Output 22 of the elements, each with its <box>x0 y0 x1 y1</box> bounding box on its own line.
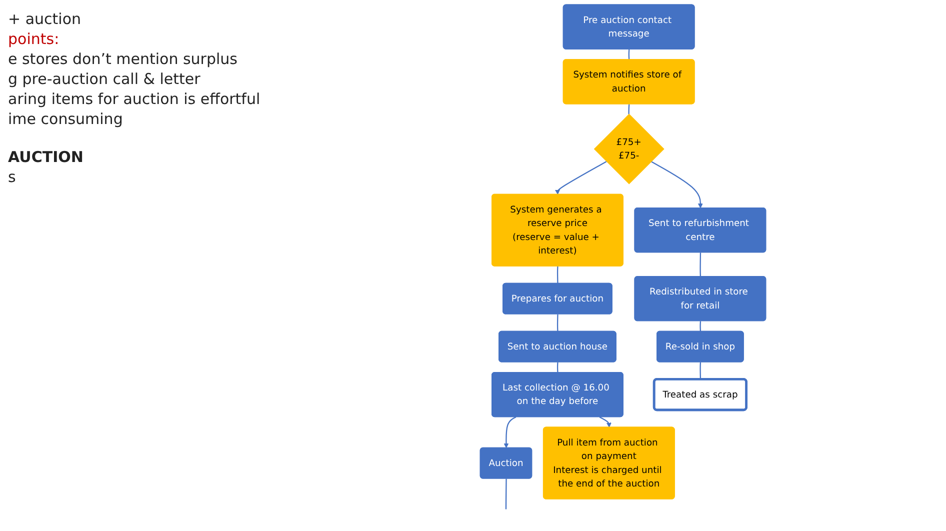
note-text: aring items for auction is effortful <box>8 90 262 108</box>
note-text: g pre-auction call & letter <box>8 70 202 88</box>
connector <box>628 104 630 114</box>
arrow <box>504 416 516 448</box>
connector <box>556 362 558 373</box>
note-text: s <box>8 168 17 186</box>
connector <box>505 478 507 510</box>
note-text: e stores don’t mention surplus <box>8 50 238 68</box>
note-text: points: <box>8 30 60 48</box>
section-heading: AUCTION <box>8 148 84 166</box>
connector <box>556 266 558 284</box>
connector <box>556 314 558 332</box>
note-text: + auction <box>8 10 82 28</box>
connector <box>628 49 630 60</box>
arrow <box>650 161 703 208</box>
connector <box>700 321 702 332</box>
arrow <box>599 416 612 428</box>
node-diamond: £75+ £75- <box>594 114 664 184</box>
arrow <box>554 161 607 195</box>
note-text: ime consuming <box>8 110 124 128</box>
connector <box>700 362 702 380</box>
connector <box>700 252 702 277</box>
